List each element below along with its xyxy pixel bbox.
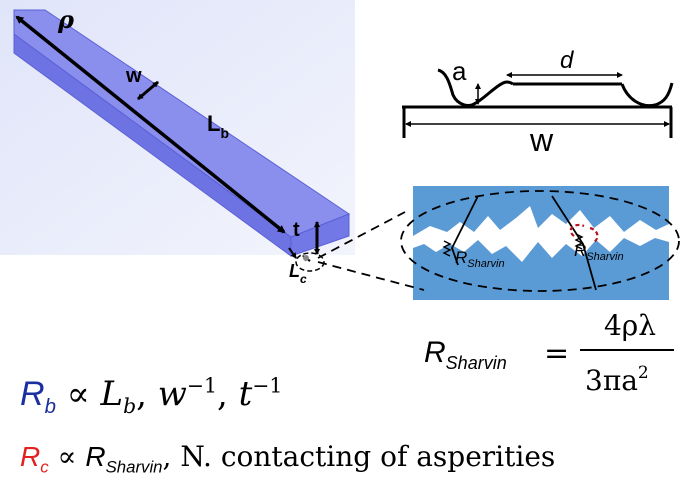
zoom-connector-top: [317, 211, 406, 259]
rb-term-lb: Lb: [100, 374, 137, 419]
contact-arrow-left: [288, 247, 297, 259]
electron-path-left: [451, 195, 479, 266]
sharvin-numerator: 4ρλ: [604, 309, 656, 342]
rb-relation: Rb ∝ Lb, w−1, t−1: [20, 374, 282, 419]
rc-symbol: Rc: [20, 441, 49, 477]
rb-propto: ∝: [55, 374, 101, 415]
length-arrow: [15, 15, 286, 234]
width-arrow: [137, 80, 159, 101]
sharvin-equals: =: [544, 336, 569, 371]
beam-group: ρ w Lb t Lc: [0, 0, 355, 286]
left-asperity: [437, 68, 514, 107]
r-sharvin-left-label: RSharvin: [455, 248, 505, 270]
zoom-connector-bottom: [317, 261, 425, 291]
zoom-gap: [413, 206, 669, 262]
a-label: a: [452, 56, 467, 86]
resistor-left: [442, 240, 452, 257]
sharvin-denominator: 3πa2: [585, 363, 649, 397]
electron-path-right: [551, 195, 597, 291]
d-label: d: [560, 47, 574, 74]
rb-term-t: t−1: [238, 374, 283, 415]
sharvin-formula: RSharvin = 4ρλ 3πa2: [424, 309, 674, 397]
zoom-ellipse: [400, 190, 680, 292]
rb-sep-1: ,: [136, 374, 158, 415]
asperity-highlight: [569, 223, 585, 237]
rb-term-w: w−1: [157, 374, 217, 415]
rc-tail: , N. contacting of asperities: [162, 440, 556, 473]
rc-propto: ∝: [48, 440, 86, 473]
asperity-highlight-2: [589, 226, 599, 243]
width-label: w: [125, 65, 142, 87]
r-sharvin-right-label: RSharvin: [574, 241, 624, 263]
lc-label: Lc: [289, 261, 307, 286]
right-asperity: [620, 82, 674, 108]
rc-relation: Rc ∝ RSharvin, N. contacting of asperiti…: [20, 440, 555, 478]
cross-section-group: [402, 68, 674, 138]
rb-symbol: Rb: [20, 375, 56, 419]
contact-spot: [303, 255, 309, 261]
rb-sep-2: ,: [216, 374, 239, 415]
lb-label: Lb: [207, 111, 229, 141]
sharvin-lhs: RSharvin: [424, 336, 507, 373]
resistor-right: [574, 233, 584, 250]
rho-label: ρ: [57, 5, 75, 34]
w-label: w: [529, 122, 554, 158]
contact-spot-outline: [295, 252, 325, 272]
rc-term-sharvin: RSharvin: [85, 441, 163, 477]
thickness-label: t: [293, 219, 300, 241]
contact-zoom-group: RSharvin RSharvin: [295, 186, 680, 300]
